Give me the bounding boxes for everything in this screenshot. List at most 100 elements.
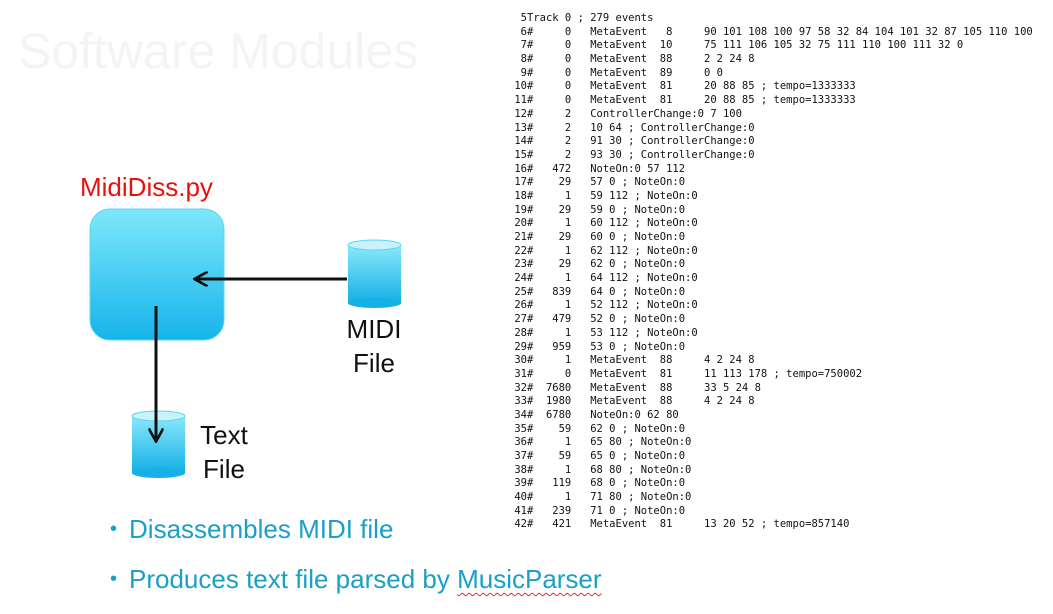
code-line: 8# 0 MetaEvent 88 2 2 24 8	[506, 53, 1033, 67]
code-text: # 7680 MetaEvent 88 33 5 24 8	[527, 381, 761, 394]
code-line: 16# 472 NoteOn:0 57 112	[506, 163, 1033, 177]
code-line: 17# 29 57 0 ; NoteOn:0	[506, 176, 1033, 190]
code-text: # 1 71 80 ; NoteOn:0	[527, 491, 692, 504]
code-text: # 959 53 0 ; NoteOn:0	[527, 340, 686, 353]
code-text: # 1 59 112 ; NoteOn:0	[527, 189, 698, 202]
code-line: 39# 119 68 0 ; NoteOn:0	[506, 477, 1033, 491]
code-text: # 59 65 0 ; NoteOn:0	[527, 450, 686, 462]
line-number: 8	[520, 53, 527, 66]
line-number: 7	[520, 39, 527, 52]
line-number: 11	[514, 94, 527, 107]
code-text: # 2 10 64 ; ControllerChange:0	[527, 121, 755, 134]
code-text: # 2 ControllerChange:0 7 100	[527, 107, 742, 120]
code-text: # 472 NoteOn:0 57 112	[527, 162, 686, 175]
line-number: 24	[514, 272, 527, 285]
line-number: 18	[514, 189, 527, 202]
code-text: # 239 71 0 ; NoteOn:0	[527, 504, 686, 517]
code-line: 7# 0 MetaEvent 10 75 111 106 105 32 75 1…	[506, 39, 1033, 53]
code-line: 29# 959 53 0 ; NoteOn:0	[506, 341, 1033, 355]
line-number: 28	[514, 326, 527, 339]
code-line: 34# 6780 NoteOn:0 62 80	[506, 409, 1033, 423]
bullet-text: Disassembles MIDI file	[129, 514, 394, 544]
line-number: 38	[514, 463, 527, 476]
line-number: 17	[514, 176, 527, 189]
code-text: # 2 93 30 ; ControllerChange:0	[527, 148, 755, 161]
code-line: 19# 29 59 0 ; NoteOn:0	[506, 204, 1033, 218]
code-line: 12# 2 ControllerChange:0 7 100	[506, 108, 1033, 122]
code-line: 33# 1980 MetaEvent 88 4 2 24 8	[506, 395, 1033, 409]
code-text: Track 0 ; 279 events	[527, 12, 654, 24]
line-number: 19	[514, 203, 527, 216]
line-number: 20	[514, 217, 527, 230]
code-text: # 1980 MetaEvent 88 4 2 24 8	[527, 395, 755, 408]
line-number: 26	[514, 299, 527, 312]
diagram-canvas	[89, 208, 402, 478]
code-text: # 29 60 0 ; NoteOn:0	[527, 231, 686, 243]
code-text: # 421 MetaEvent 81 13 20 52 ; tempo=8571…	[527, 518, 850, 531]
code-line: 22# 1 62 112 ; NoteOn:0	[506, 245, 1033, 259]
code-text: # 1 MetaEvent 88 4 2 24 8	[527, 354, 755, 367]
line-number: 21	[514, 231, 527, 243]
code-line: 23# 29 62 0 ; NoteOn:0	[506, 258, 1033, 272]
code-text: # 1 62 112 ; NoteOn:0	[527, 244, 698, 257]
code-line: 9# 0 MetaEvent 89 0 0	[506, 67, 1033, 81]
midi-label-line2: File	[353, 348, 395, 378]
line-number: 22	[514, 244, 527, 257]
code-line: 11# 0 MetaEvent 81 20 88 85 ; tempo=1333…	[506, 94, 1033, 108]
line-number: 23	[514, 258, 527, 271]
code-text: # 1 53 112 ; NoteOn:0	[527, 326, 698, 339]
code-text: # 6780 NoteOn:0 62 80	[527, 408, 679, 421]
line-number: 10	[514, 80, 527, 93]
musicparser-term: MusicParser	[457, 564, 602, 594]
line-number: 34	[514, 408, 527, 421]
code-text: # 1 68 80 ; NoteOn:0	[527, 463, 692, 476]
code-text: # 0 MetaEvent 89 0 0	[527, 66, 723, 79]
code-line: 37# 59 65 0 ; NoteOn:0	[506, 450, 1033, 464]
code-line: 13# 2 10 64 ; ControllerChange:0	[506, 122, 1033, 136]
code-text: # 29 59 0 ; NoteOn:0	[527, 203, 686, 216]
code-text: # 119 68 0 ; NoteOn:0	[527, 477, 686, 490]
bullet-item: • Disassembles MIDI file	[110, 514, 602, 564]
code-line: 36# 1 65 80 ; NoteOn:0	[506, 436, 1033, 450]
code-text: # 1 64 112 ; NoteOn:0	[527, 272, 698, 285]
line-number: 29	[514, 340, 527, 353]
code-line: 15# 2 93 30 ; ControllerChange:0	[506, 149, 1033, 163]
code-line: 31# 0 MetaEvent 81 11 113 178 ; tempo=75…	[506, 368, 1033, 382]
code-text: # 479 52 0 ; NoteOn:0	[527, 313, 686, 326]
code-line: 42# 421 MetaEvent 81 13 20 52 ; tempo=85…	[506, 518, 1033, 532]
code-line: 40# 1 71 80 ; NoteOn:0	[506, 491, 1033, 505]
bullet-dot-icon: •	[110, 518, 118, 540]
bullet-list: •Disassembles MIDI file •Produces text f…	[110, 514, 602, 614]
line-number: 33	[514, 395, 527, 408]
code-line: 25# 839 64 0 ; NoteOn:0	[506, 286, 1033, 300]
line-number: 13	[514, 121, 527, 134]
code-text: # 1 60 112 ; NoteOn:0	[527, 217, 698, 230]
midi-file-cylinder-icon	[347, 239, 402, 308]
code-line: 5Track 0 ; 279 events	[506, 12, 1033, 26]
line-number: 9	[520, 66, 527, 79]
text-file-label: Text File	[186, 418, 262, 486]
line-number: 32	[514, 381, 527, 394]
line-number: 39	[514, 477, 527, 490]
code-text: # 59 62 0 ; NoteOn:0	[527, 422, 686, 435]
midi-label-line1: MIDI	[346, 314, 402, 344]
code-line: 24# 1 64 112 ; NoteOn:0	[506, 272, 1033, 286]
code-text: # 0 MetaEvent 81 20 88 85 ; tempo=133333…	[527, 80, 856, 93]
code-text: # 29 57 0 ; NoteOn:0	[527, 176, 686, 189]
code-line: 10# 0 MetaEvent 81 20 88 85 ; tempo=1333…	[506, 80, 1033, 94]
code-line: 6# 0 MetaEvent 8 90 101 108 100 97 58 32…	[506, 26, 1033, 40]
text-file-cylinder-icon	[131, 410, 186, 478]
code-line: 14# 2 91 30 ; ControllerChange:0	[506, 135, 1033, 149]
line-number: 35	[514, 422, 527, 435]
code-text: # 839 64 0 ; NoteOn:0	[527, 285, 686, 298]
bullet-dot-icon: •	[110, 568, 118, 590]
code-text: # 0 MetaEvent 81 20 88 85 ; tempo=133333…	[527, 94, 856, 107]
line-number: 6	[520, 25, 527, 38]
code-text: # 1 65 80 ; NoteOn:0	[527, 436, 692, 449]
line-number: 5	[520, 12, 527, 24]
code-line: 30# 1 MetaEvent 88 4 2 24 8	[506, 354, 1033, 368]
slide-title-faded: Software Modules	[18, 23, 419, 79]
code-line: 26# 1 52 112 ; NoteOn:0	[506, 299, 1033, 313]
line-number: 41	[514, 504, 527, 517]
